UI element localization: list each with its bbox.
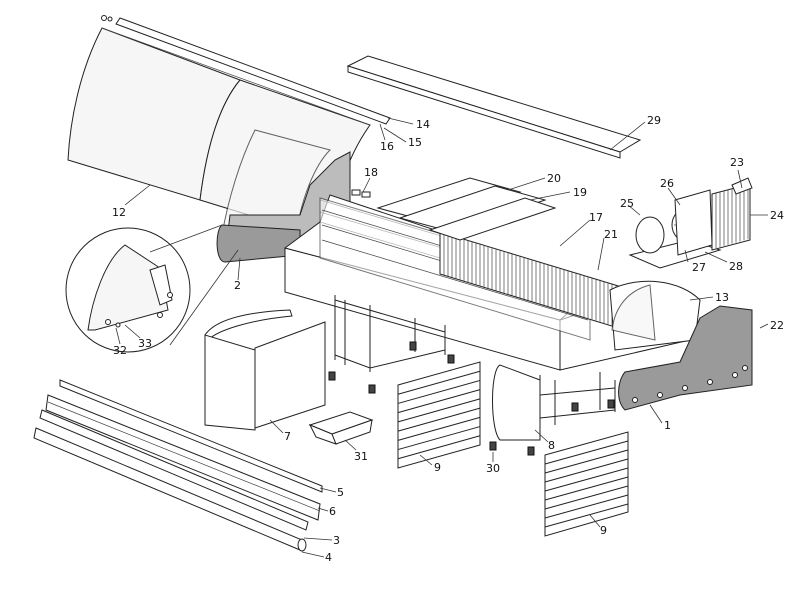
callout-29: 29 [647, 114, 661, 127]
callout-13: 13 [715, 291, 729, 304]
callout-20: 20 [547, 172, 561, 185]
callout-8: 8 [548, 439, 555, 452]
right-side-panel [618, 305, 753, 411]
louver-panel-1 [397, 361, 481, 469]
callout-24: 24 [770, 209, 784, 222]
callout-16: 16 [380, 140, 394, 153]
callout-14: 14 [416, 118, 430, 131]
callout-2: 2 [234, 279, 241, 292]
callout-19: 19 [573, 186, 587, 199]
callout-4: 4 [325, 551, 332, 564]
callout-3: 3 [333, 534, 340, 547]
feet [328, 341, 615, 456]
detail-inset [65, 224, 239, 353]
callout-9b: 9 [600, 524, 607, 537]
top-shelf-plate [346, 55, 642, 159]
callout-27: 27 [692, 261, 706, 274]
callout-17: 17 [589, 211, 603, 224]
callout-15: 15 [408, 136, 422, 149]
bracket-18 [351, 189, 371, 198]
front-cover [204, 309, 326, 431]
callout-26: 26 [660, 177, 674, 190]
callout-30: 30 [486, 462, 500, 475]
right-end-side [609, 280, 701, 351]
callout-21: 21 [604, 228, 618, 241]
callout-9a: 9 [434, 461, 441, 474]
callout-32: 32 [113, 344, 127, 357]
callout-23: 23 [730, 156, 744, 169]
drip-tray [308, 411, 374, 445]
top-rail [101, 15, 391, 125]
callout-18: 18 [364, 166, 378, 179]
callout-22: 22 [770, 319, 784, 332]
rear-grille [711, 183, 751, 251]
callout-33: 33 [138, 337, 152, 350]
callout-5: 5 [337, 486, 344, 499]
condensing-unit [628, 189, 722, 269]
part-23 [731, 177, 753, 195]
callout-labels: 1 2 3 4 5 6 7 8 9 9 12 13 14 15 16 17 18… [112, 114, 784, 564]
leader-lines [115, 117, 769, 558]
callout-12: 12 [112, 206, 126, 219]
callout-28: 28 [729, 260, 743, 273]
long-rails [33, 379, 323, 552]
louver-panel-2 [544, 431, 629, 537]
leg-frames [334, 295, 616, 441]
callout-25: 25 [620, 197, 634, 210]
callout-7: 7 [284, 430, 291, 443]
callout-6: 6 [329, 505, 336, 518]
callout-31: 31 [354, 450, 368, 463]
inner-shelves [376, 177, 557, 241]
callout-1: 1 [664, 419, 671, 432]
